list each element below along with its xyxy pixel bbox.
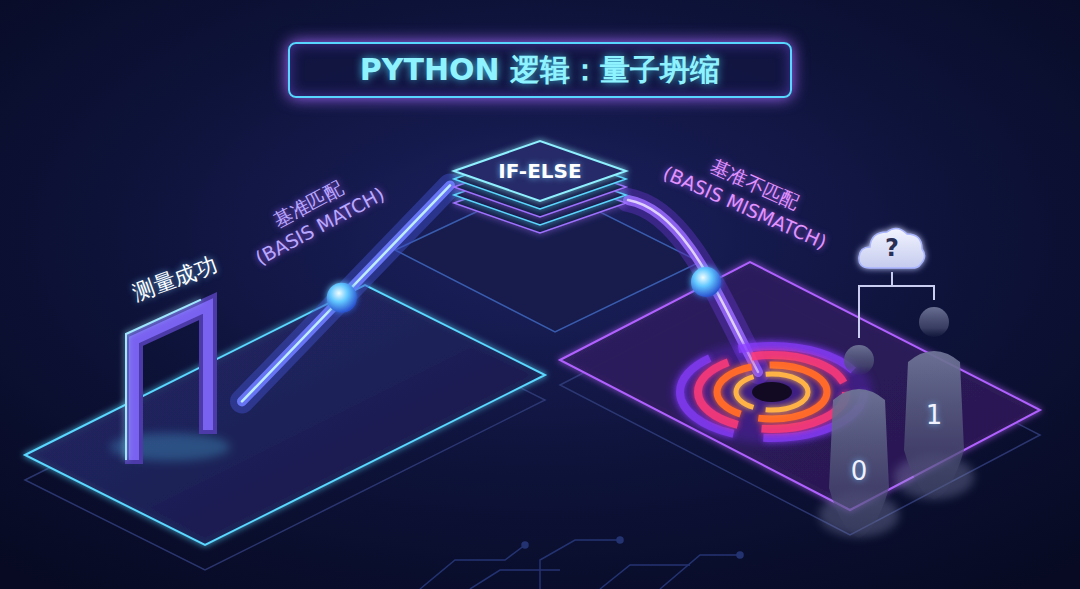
ghost-head [919,307,949,337]
circuit-traces [420,537,743,589]
ghost-body [829,389,889,538]
connector [859,272,892,338]
gate-edge [215,302,217,421]
bracket-line [859,272,892,338]
gate-node: 测量成功 [108,262,242,467]
vortex-ring [736,374,808,410]
ghost-shape [823,338,895,543]
node-text: ? [885,234,899,262]
ghost-node: 1 [898,300,970,505]
circuit-pad [737,552,743,558]
text-holder: 测量成功 [107,242,243,316]
node-text: 0 [851,456,868,486]
text-holder: ? [856,234,928,262]
qubit-ball [327,283,357,313]
node-text: IF-ELSE [498,159,581,183]
gate-face [134,306,208,455]
branch-label: 基准不匹配 (BASIS MISMATCH) [659,138,840,255]
text-holder: 1 [898,400,970,430]
gate-edge [126,300,200,459]
vortex-ring [717,365,827,419]
line-break [794,194,803,214]
left-platform [25,285,545,545]
right-platform [560,262,1040,510]
ghost-body [904,351,964,500]
stack-node: IF-ELSE [450,135,630,247]
line-break [336,177,346,196]
edge-label: 基准匹配 (BASIS MATCH) [239,160,388,271]
vortex-ring [698,355,846,429]
text-holder: 0 [823,456,895,486]
circuit-trace [420,545,525,589]
circuit-trace [600,565,690,589]
gate-body [134,306,208,455]
text-holder: IF-ELSE [450,159,630,183]
cloud-shape [859,228,925,268]
circuit-trace [660,555,740,589]
title-box: PYTHON 逻辑：量子坍缩 [288,42,792,98]
gate-frame [110,300,230,461]
circuit-pad [617,537,623,543]
circuit-pad [522,542,528,548]
title-text: PYTHON 逻辑：量子坍缩 [360,50,720,91]
ghost-head [844,345,874,375]
bracket-line [892,272,934,300]
stack-layer [454,141,626,201]
vortex-core [752,382,792,402]
cloud-node: ? [856,222,928,272]
node-text: 1 [926,400,943,430]
ghost-node: 0 [823,338,895,543]
qubit-ball [691,267,721,297]
circuit-trace [470,570,560,589]
stack-shape [450,135,630,247]
connector [892,272,934,300]
